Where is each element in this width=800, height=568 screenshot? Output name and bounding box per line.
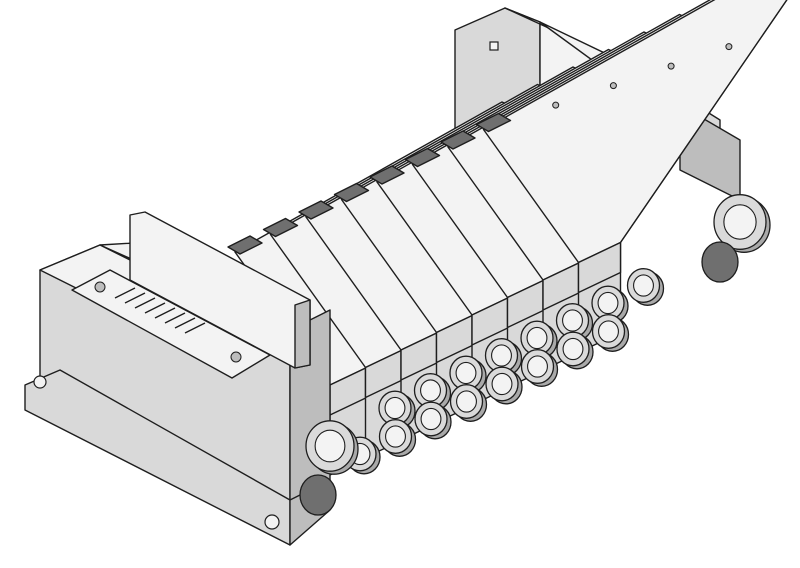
coil-connector: [298, 200, 334, 220]
port-fitting-upper: [626, 268, 665, 306]
fitting-bore: [384, 396, 406, 420]
port-fitting-lower: [449, 384, 488, 422]
port-fitting-lower: [485, 366, 523, 405]
fitting-bore: [598, 320, 619, 343]
terminal-slot: [124, 292, 146, 304]
screw: [552, 101, 560, 109]
port-fitting-upper: [484, 338, 523, 376]
fitting-bore: [491, 372, 513, 396]
fitting-bore: [562, 337, 584, 361]
screw: [667, 62, 675, 70]
back-plate-hole: [489, 41, 499, 51]
coil-connector: [404, 147, 441, 168]
fitting-bore: [385, 425, 406, 448]
terminal-slot: [184, 322, 206, 334]
terminal-slot: [154, 307, 176, 319]
supply-fitting-front: [305, 420, 359, 475]
port-fitting-upper: [378, 390, 416, 429]
terminal-slot: [114, 287, 136, 299]
fitting-bore: [597, 291, 619, 315]
supply-fitting-back: [713, 194, 771, 253]
coil-connector: [227, 235, 263, 255]
port-fitting-lower: [520, 349, 559, 387]
fitting-bore: [723, 204, 757, 240]
port-fitting-upper: [591, 285, 629, 324]
coil-connector: [369, 165, 405, 185]
cover-plate-edge: [294, 299, 311, 369]
screw: [609, 82, 617, 90]
mount-hole: [33, 375, 47, 389]
port-fitting-upper: [520, 320, 558, 359]
fitting-bore: [562, 309, 583, 332]
label-screw: [94, 281, 106, 293]
port-fitting-lower: [591, 314, 630, 352]
terminal-slot: [144, 302, 166, 314]
exhaust-port-front: [299, 474, 337, 516]
port-fitting-lower: [414, 401, 452, 440]
coil-connector: [440, 130, 476, 150]
port-fittings: [299, 194, 771, 516]
fitting-bore: [526, 326, 548, 350]
fitting-bore: [456, 390, 477, 413]
valve-edge: [620, 0, 788, 243]
terminal-slot: [174, 317, 196, 329]
coil-connector: [333, 182, 370, 203]
exhaust-port-back: [701, 241, 739, 283]
screw: [725, 43, 733, 51]
port-fitting-lower: [378, 419, 417, 457]
fitting-bore: [491, 344, 512, 367]
terminal-slot: [164, 312, 186, 324]
fitting-bore: [314, 429, 346, 463]
fitting-bore: [633, 274, 654, 297]
mount-hole: [264, 514, 280, 530]
label-screw: [230, 351, 242, 363]
coil-connector: [475, 112, 512, 133]
port-fitting-lower: [556, 331, 594, 370]
terminal-slot: [134, 297, 156, 309]
coil-connector: [262, 217, 299, 238]
fitting-bore: [455, 361, 477, 385]
fitting-bore: [420, 379, 441, 402]
fitting-bore: [527, 355, 548, 378]
port-fitting-upper: [449, 355, 487, 394]
valve-front: [577, 241, 622, 294]
fitting-bore: [420, 407, 442, 431]
